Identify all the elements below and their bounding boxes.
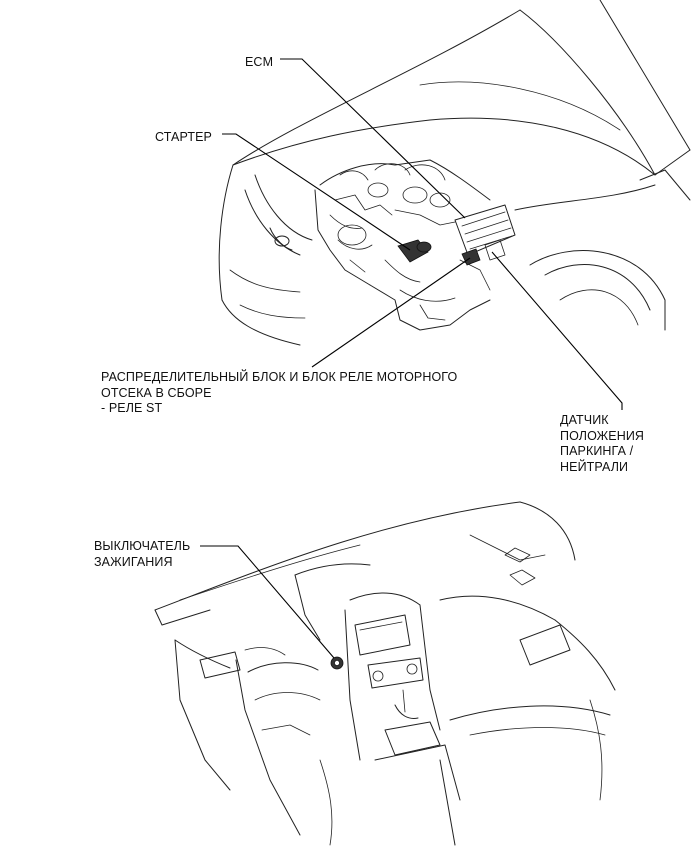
relay-block-label: РАСПРЕДЕЛИТЕЛЬНЫЙ БЛОК И БЛОК РЕЛЕ МОТОР… [101, 370, 458, 415]
ecm-label: ECM [245, 55, 274, 69]
ignition-leader [200, 545, 335, 659]
park-neutral-sensor-label: ДАТЧИК ПОЛОЖЕНИЯ ПАРКИНГА / НЕЙТРАЛИ [560, 413, 645, 474]
ecm-leader [280, 58, 466, 219]
ignition-switch-label: ВЫКЛЮЧАТЕЛЬ ЗАЖИГАНИЯ [94, 539, 191, 569]
engine-bay-illustration [218, 0, 691, 410]
pn-sensor-leader [491, 251, 623, 410]
starter-leader [222, 133, 411, 251]
dashboard-illustration [154, 501, 616, 846]
starter-label: СТАРТЕР [155, 130, 212, 144]
relay-leader [311, 257, 471, 368]
